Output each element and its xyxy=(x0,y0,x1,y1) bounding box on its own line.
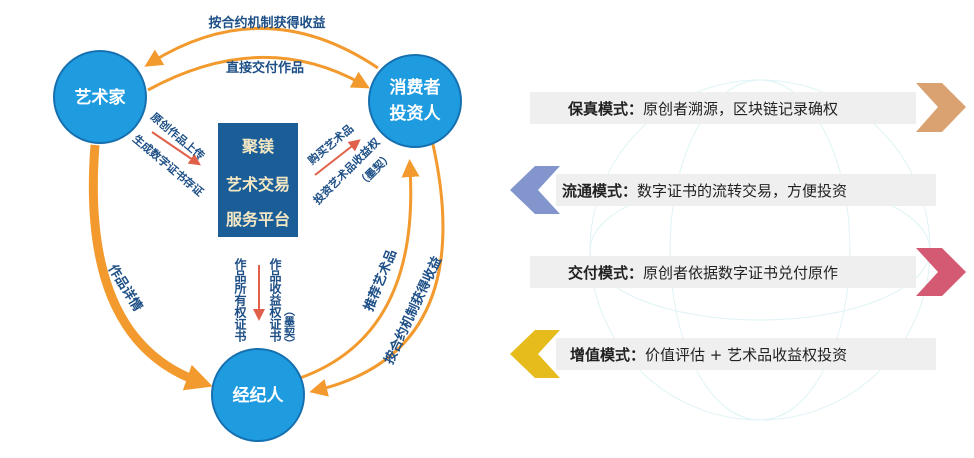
arrow-top-outer xyxy=(144,27,379,70)
node-broker: 经纪人 xyxy=(211,348,305,442)
platform-line2: 艺术交易 xyxy=(226,175,290,194)
arrow-platform-consumer xyxy=(314,139,361,176)
mode-desc: 原创者溯源，区块链记录确权 xyxy=(643,99,839,118)
mode-desc: 价值评估 + 艺术品收益权投资 xyxy=(645,345,848,364)
chevron-left-icon xyxy=(510,330,560,378)
mode-title: 增值模式： xyxy=(570,345,646,364)
label-ownership-cert: 作品所有权证书 xyxy=(233,257,247,343)
node-artist-label: 艺术家 xyxy=(75,87,126,108)
chevron-right-icon xyxy=(916,248,966,296)
label-top-inner: 直接交付作品 xyxy=(226,60,304,76)
mode-title: 交付模式： xyxy=(568,263,644,282)
label-recommend-art: 推荐艺术品 xyxy=(361,247,400,313)
node-consumer-label-1: 消费者 xyxy=(390,77,441,98)
chevron-left-icon xyxy=(510,166,560,214)
platform-name: 聚镁 xyxy=(241,137,274,156)
label-top-outer: 按合约机制获得收益 xyxy=(208,15,325,31)
label-moqi-2: （墨契） xyxy=(283,305,297,349)
mode-title: 流通模式： xyxy=(562,181,638,200)
arrow-artist-platform xyxy=(151,131,201,166)
mode-bar-delivery: 交付模式：原创者依据数字证书兑付原作 xyxy=(530,256,916,288)
mode-bar-circulation: 流通模式：数字证书的流转交易，方便投资 xyxy=(556,174,936,206)
node-artist: 艺术家 xyxy=(53,50,147,144)
mode-desc: 数字证书的流转交易，方便投资 xyxy=(637,181,848,200)
node-consumer-label-2: 投资人 xyxy=(390,103,442,124)
platform-line3: 服务平台 xyxy=(226,210,290,229)
mode-desc: 原创者依据数字证书兑付原作 xyxy=(643,263,839,282)
arrow-left-arc xyxy=(88,144,213,391)
node-broker-label: 经纪人 xyxy=(233,385,285,406)
node-consumer: 消费者 投资人 xyxy=(368,54,462,148)
arrow-right-outer xyxy=(309,139,445,397)
chevron-right-icon xyxy=(916,83,966,132)
mode-bar-appreciation: 增值模式：价值评估 + 艺术品收益权投资 xyxy=(556,338,936,370)
label-revenue-cert: 作品收益权证书 xyxy=(268,257,282,343)
mode-bar-authenticity: 保真模式：原创者溯源，区块链记录确权 xyxy=(530,92,916,124)
platform-box: 聚镁 艺术交易 服务平台 xyxy=(218,123,298,237)
arrow-top-inner xyxy=(147,56,370,92)
mode-title: 保真模式： xyxy=(568,99,644,118)
arrow-right-inner xyxy=(299,159,420,380)
